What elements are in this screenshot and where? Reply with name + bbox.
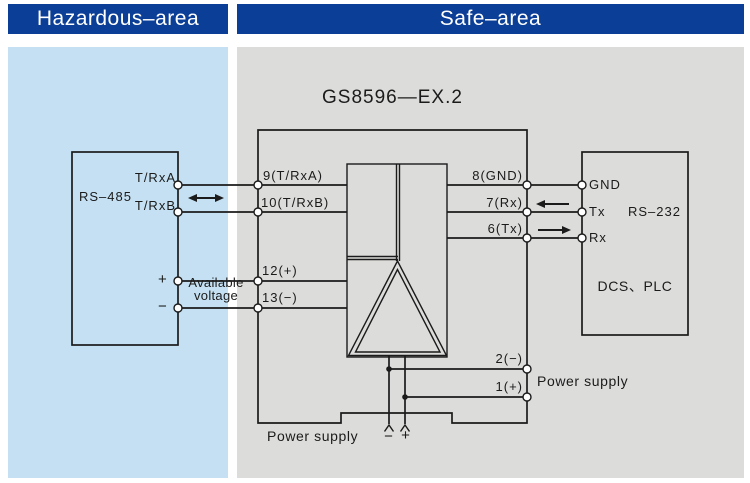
terminal-13-label: 13(−)	[262, 290, 298, 305]
terminal-1-label: 1(+)	[495, 379, 523, 394]
power-minus-label: −	[384, 428, 394, 445]
rs232-device-label: RS–232	[628, 204, 681, 219]
terminal-circles	[173, 180, 587, 402]
isolation-amplifier-symbol	[346, 163, 448, 358]
rs232-device-box	[581, 151, 689, 336]
rs485-device-label: RS–485	[79, 189, 132, 204]
terminal-2-label: 2(−)	[495, 351, 523, 366]
rs485-terminal-b-label: T/RxB	[134, 198, 176, 213]
rs485-device-box	[71, 151, 179, 346]
terminal-7-label: 7(Rx)	[486, 195, 523, 210]
left-arrow-icon	[536, 200, 569, 208]
isolator-module-outline	[257, 129, 528, 424]
junction-dots	[386, 366, 408, 400]
rs232-gnd-label: GND	[589, 177, 621, 192]
hazardous-area-panel	[8, 47, 228, 478]
rs485-plus-label: +	[158, 271, 168, 288]
terminal-6-label: 6(Tx)	[487, 221, 523, 236]
terminal-10-label: 10(T/RxB)	[261, 195, 330, 210]
rs485-minus-label: −	[158, 298, 168, 315]
module-model-title: GS8596—EX.2	[322, 87, 463, 108]
safe-area-panel	[237, 47, 744, 478]
rs485-terminal-a-label: T/RxA	[134, 170, 176, 185]
hazardous-area-header: Hazardous–area	[8, 4, 228, 34]
terminal-12-label: 12(+)	[262, 263, 298, 278]
safe-area-header: Safe–area	[237, 4, 744, 34]
terminal-9-label: 9(T/RxA)	[263, 168, 323, 183]
rs232-tx-label: Tx	[589, 204, 606, 219]
dcs-plc-label: DCS、PLC	[597, 278, 673, 294]
power-supply-bottom-label: Power supply	[267, 428, 359, 444]
bidirectional-arrow-icon	[188, 194, 224, 202]
power-plus-label: +	[401, 427, 411, 444]
power-supply-right-label: Power supply	[537, 373, 629, 389]
terminal-8-label: 8(GND)	[472, 168, 523, 183]
available-voltage-note-line2: voltage	[193, 288, 239, 303]
power-connector-chevrons	[383, 423, 411, 432]
rs232-rx-label: Rx	[589, 230, 607, 245]
right-arrow-icon	[538, 226, 571, 234]
available-voltage-note-line1: Available	[188, 275, 244, 290]
